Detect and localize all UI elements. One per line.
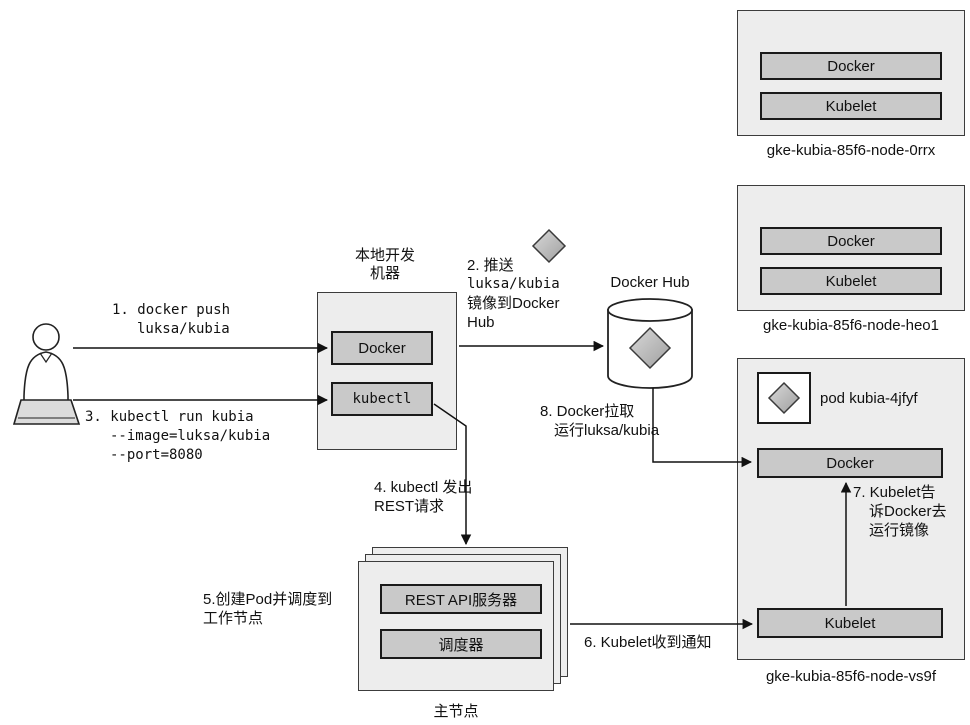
kubelet-box-node-0rrx: Kubelet <box>760 92 942 120</box>
step4-line2: REST请求 <box>374 498 445 515</box>
node-vs9f-label: gke-kubia-85f6-node-vs9f <box>765 668 937 685</box>
docker-box-node-0rrx: Docker <box>760 52 942 80</box>
step8-label: 8. Docker拉取 运行luksa/kubia <box>540 402 659 440</box>
step7-line2: 诉Docker去 <box>869 503 947 520</box>
docker-box-local: Docker <box>331 331 433 365</box>
step3-line2: --image=luksa/kubia <box>110 428 271 444</box>
step1-line2: luksa/kubia <box>137 321 230 337</box>
node-0rrx-label: gke-kubia-85f6-node-0rrx <box>766 142 936 159</box>
step3-line1: 3. kubectl run kubia <box>85 409 254 425</box>
local-machine-label-line2: 机器 <box>369 265 400 282</box>
pod-box <box>757 372 811 424</box>
step2-line4: Hub <box>467 314 495 331</box>
step2-line1: 2. 推送 <box>467 257 514 274</box>
docker-hub-cylinder-icon <box>607 298 693 389</box>
person-icon <box>12 323 81 425</box>
master-node-stack-front <box>358 561 554 691</box>
scheduler-box: 调度器 <box>380 629 542 659</box>
step8-line2: 运行luksa/kubia <box>554 422 660 439</box>
pod-label: pod kubia-4jfyf <box>820 390 918 407</box>
step5-label: 5.创建Pod并调度到 工作节点 <box>203 590 332 628</box>
step4-label: 4. kubectl 发出 REST请求 <box>374 478 472 516</box>
kubectl-box-local: kubectl <box>331 382 433 416</box>
step1-line1: 1. docker push <box>112 302 231 318</box>
rest-api-server-box: REST API服务器 <box>380 584 542 614</box>
step7-line1: 7. Kubelet告 <box>853 484 936 501</box>
step7-label: 7. Kubelet告 诉Docker去 运行镜像 <box>853 483 947 540</box>
step6-line1: 6. Kubelet收到通知 <box>584 634 712 651</box>
local-machine-label: 本地开发 机器 <box>335 247 435 283</box>
local-machine-box <box>317 292 457 450</box>
step2-line3: 镜像到Docker <box>467 295 560 312</box>
node-heo1-label: gke-kubia-85f6-node-heo1 <box>763 317 939 334</box>
step2-label: 2. 推送 luksa/kubia 镜像到Docker Hub <box>467 256 560 332</box>
step2-line2: luksa/kubia <box>467 276 560 292</box>
docker-box-node-vs9f: Docker <box>757 448 943 478</box>
step5-line2: 工作节点 <box>203 610 264 627</box>
step5-line1: 5.创建Pod并调度到 <box>203 591 333 608</box>
step3-label: 3. kubectl run kubia --image=luksa/kubia… <box>85 408 270 465</box>
step8-line1: 8. Docker拉取 <box>540 403 635 420</box>
step7-line3: 运行镜像 <box>869 522 930 539</box>
local-machine-label-line1: 本地开发 <box>354 247 415 264</box>
image-diamond-icon-hub <box>628 326 672 370</box>
docker-box-node-heo1: Docker <box>760 227 942 255</box>
step6-label: 6. Kubelet收到通知 <box>584 633 712 652</box>
master-node-label: 主节点 <box>433 703 479 720</box>
kubelet-box-node-heo1: Kubelet <box>760 267 942 295</box>
docker-hub-label: Docker Hub <box>610 274 690 291</box>
step4-line1: 4. kubectl 发出 <box>374 479 473 496</box>
step1-label: 1. docker push luksa/kubia <box>112 301 230 339</box>
step3-line3: --port=8080 <box>110 447 203 463</box>
kubelet-box-node-vs9f: Kubelet <box>757 608 943 638</box>
